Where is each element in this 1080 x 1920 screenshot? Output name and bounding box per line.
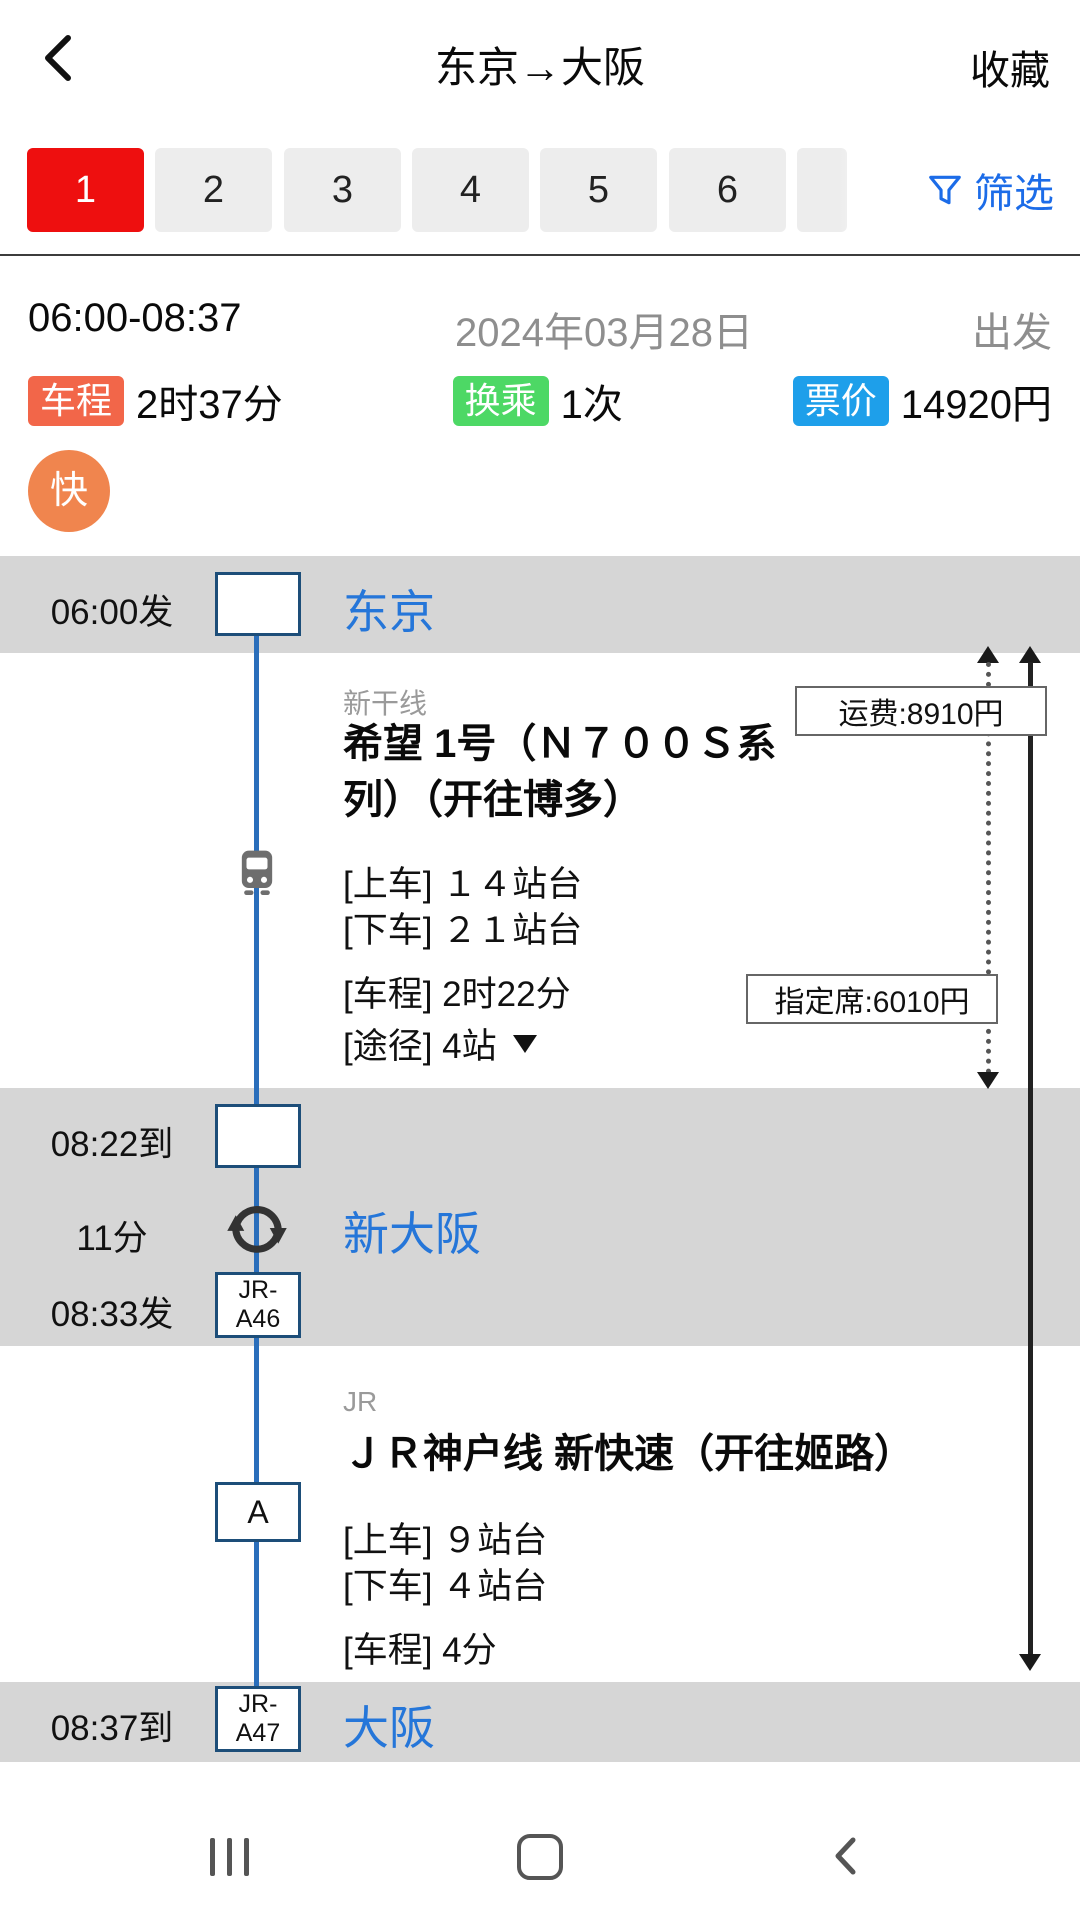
price-value: 14920円 bbox=[900, 383, 1052, 427]
tab-result-5[interactable]: 5 bbox=[540, 148, 657, 232]
transfer-arrive-time: 08:22到 bbox=[50, 1125, 174, 1164]
destination-code-line1: JR- bbox=[238, 1690, 278, 1719]
destination-band bbox=[0, 1682, 1080, 1762]
trip-time-range: 06:00-08:37 bbox=[28, 296, 242, 340]
fare-span-dotted-line bbox=[986, 662, 991, 1074]
leg1-alight-platform: [下车] ２１站台 bbox=[343, 911, 583, 950]
leg1-duration: [车程] 2时22分 bbox=[343, 975, 571, 1014]
trip-stats-row: 车程 2时37分 换乘 1次 票价 14920円 bbox=[28, 372, 1052, 430]
leg1-via-label: [途径] 4站 bbox=[343, 1027, 497, 1066]
total-span-arrow-down-icon bbox=[1019, 1654, 1041, 1671]
trip-date: 2024年03月28日 bbox=[455, 311, 753, 355]
leg1-board-platform: [上车] １４站台 bbox=[343, 865, 583, 904]
transfer-arrive-box bbox=[215, 1104, 301, 1168]
home-button[interactable] bbox=[517, 1834, 563, 1880]
transfer-group: 换乘 1次 bbox=[452, 372, 623, 430]
leg2-line-code-box: A bbox=[215, 1482, 301, 1542]
transfer-station-name: 新大阪 bbox=[343, 1208, 481, 1260]
destination-arrive-time: 08:37到 bbox=[50, 1709, 174, 1748]
transfer-value: 1次 bbox=[560, 383, 623, 427]
filter-label: 筛选 bbox=[974, 172, 1054, 216]
leg1-via-expander[interactable]: [途径] 4站 bbox=[343, 1018, 537, 1069]
total-span-arrow-up-icon bbox=[1019, 646, 1041, 663]
leg2-train-name: ＪＲ神户线 新快速（开往姬路） bbox=[343, 1432, 915, 1476]
depart-sort-label[interactable]: 出发 bbox=[972, 311, 1052, 355]
expand-stops-icon bbox=[512, 1034, 537, 1053]
destination-station-name: 大阪 bbox=[343, 1702, 435, 1754]
favorite-button[interactable]: 收藏 bbox=[970, 49, 1050, 93]
origin-depart-time: 06:00发 bbox=[50, 593, 174, 632]
origin-station-box bbox=[215, 572, 301, 636]
transfer-code-line2: A46 bbox=[235, 1305, 281, 1333]
tab-result-3[interactable]: 3 bbox=[284, 148, 401, 232]
transfer-code-line1: JR- bbox=[238, 1276, 278, 1305]
nav-back-chevron-icon bbox=[835, 1837, 856, 1875]
price-group: 票价 14920円 bbox=[792, 372, 1052, 430]
train-icon bbox=[229, 846, 285, 902]
duration-group: 车程 2时37分 bbox=[28, 372, 283, 430]
fast-tag-badge: 快 bbox=[28, 450, 110, 532]
transfer-wait-duration: 11分 bbox=[76, 1219, 148, 1258]
transfer-badge: 换乘 bbox=[452, 376, 549, 426]
reserved-seat-fee-box: 指定席:6010円 bbox=[746, 974, 998, 1024]
fare-amount-box: 运费:8910円 bbox=[795, 686, 1047, 736]
nav-back-button[interactable] bbox=[822, 1832, 870, 1880]
filter-button[interactable]: 筛选 bbox=[926, 148, 1054, 232]
funnel-icon bbox=[929, 175, 961, 205]
transfer-band bbox=[0, 1088, 1080, 1346]
leg2-board-platform: [上车] ９站台 bbox=[343, 1521, 548, 1560]
recents-bar-icon bbox=[227, 1838, 232, 1876]
tab-result-1[interactable]: 1 bbox=[27, 148, 144, 232]
leg2-alight-platform: [下车] ４站台 bbox=[343, 1567, 548, 1606]
origin-station-name: 东京 bbox=[343, 586, 435, 638]
tab-result-2[interactable]: 2 bbox=[155, 148, 272, 232]
recents-button[interactable] bbox=[210, 1838, 249, 1876]
destination-code-line2: A47 bbox=[235, 1719, 281, 1747]
recents-bar-icon bbox=[244, 1838, 249, 1876]
transfer-depart-time: 08:33发 bbox=[50, 1295, 174, 1334]
back-button[interactable] bbox=[28, 26, 92, 90]
tab-result-4[interactable]: 4 bbox=[412, 148, 529, 232]
fare-span-arrow-down-icon bbox=[977, 1072, 999, 1089]
chevron-left-icon bbox=[45, 35, 71, 81]
origin-band bbox=[0, 556, 1080, 653]
leg1-category: 新干线 bbox=[343, 688, 428, 719]
header-divider bbox=[0, 254, 1080, 256]
leg1-train-name: 希望 1号（Ｎ７００Ｓ系列）（开往博多） bbox=[343, 722, 777, 822]
tab-fade-overlay bbox=[840, 148, 920, 232]
duration-badge: 车程 bbox=[28, 376, 125, 426]
recents-bar-icon bbox=[210, 1838, 215, 1876]
leg2-duration: [车程] 4分 bbox=[343, 1631, 497, 1670]
transfer-station-code-box: JR- A46 bbox=[215, 1272, 301, 1338]
duration-value: 2时37分 bbox=[136, 383, 283, 427]
transfer-icon bbox=[223, 1194, 291, 1262]
page-title: 东京→大阪 bbox=[434, 44, 645, 91]
price-badge: 票价 bbox=[792, 376, 889, 426]
fare-span-arrow-up-icon bbox=[977, 646, 999, 663]
leg2-category: JR bbox=[343, 1386, 378, 1417]
tab-result-7-partial[interactable] bbox=[797, 148, 847, 232]
destination-station-code-box: JR- A47 bbox=[215, 1686, 301, 1752]
tab-result-6[interactable]: 6 bbox=[669, 148, 786, 232]
total-span-solid-line bbox=[1028, 662, 1033, 1658]
